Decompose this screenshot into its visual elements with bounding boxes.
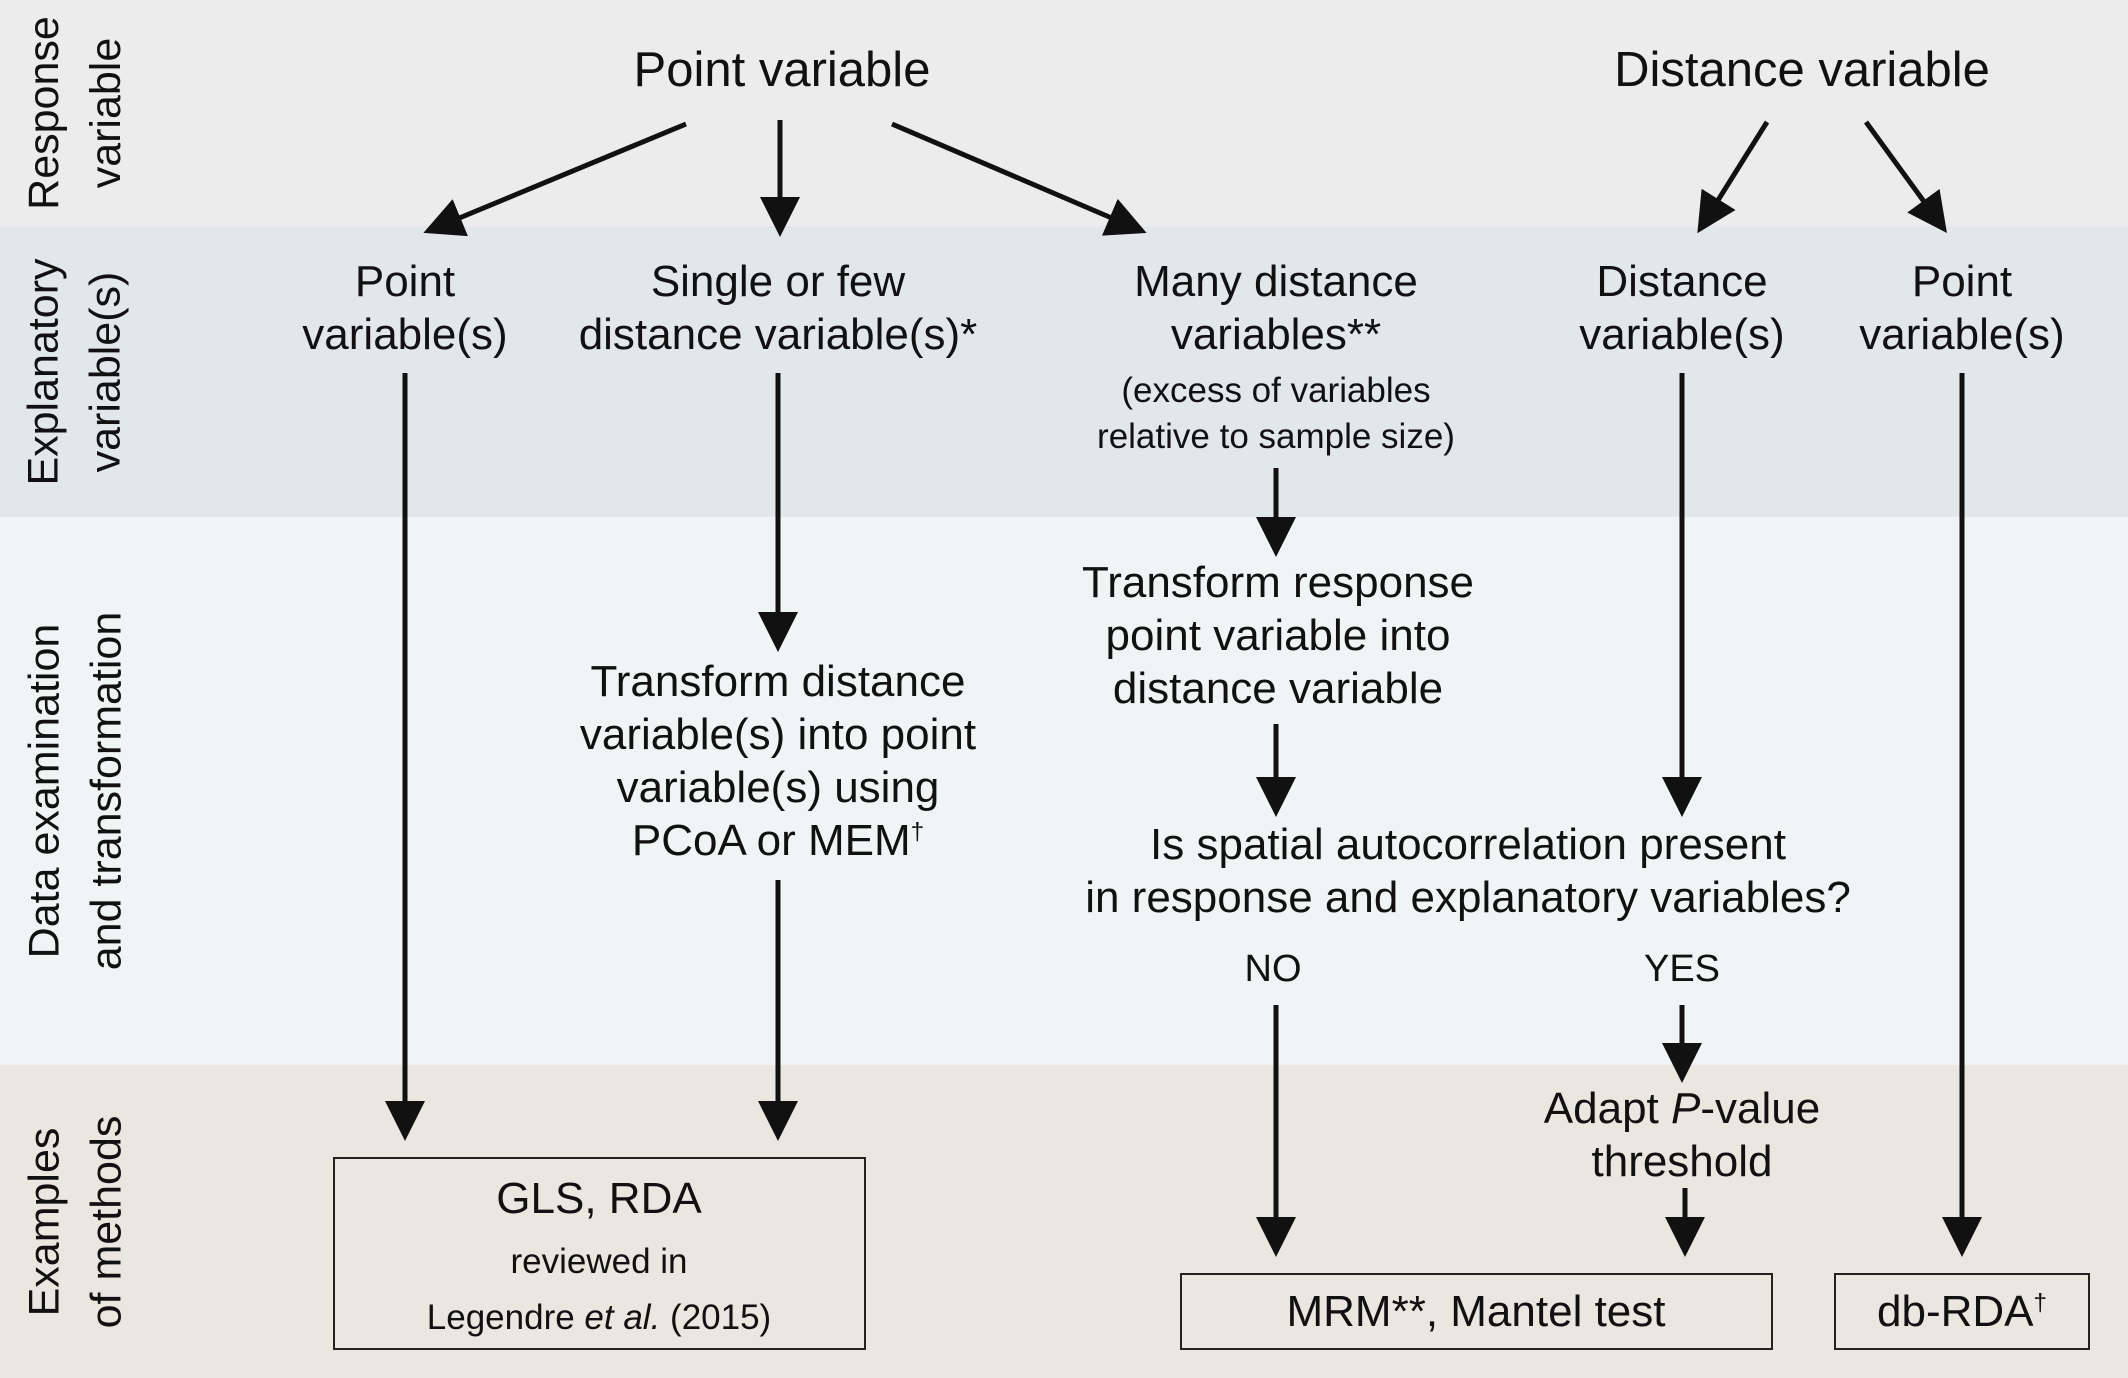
method-box-db-rda xyxy=(1834,1273,2090,1350)
method-gls-rda-title: GLS, RDA xyxy=(496,1174,702,1223)
arrow-point-to-point-vars xyxy=(423,121,687,237)
transform-response-step: Transform response point variable into d… xyxy=(1081,558,1475,713)
adapt-p-value-step: Adapt P-value threshold xyxy=(1543,1084,1821,1186)
method-gls-rda-reference: reviewed in Legendre et al. (2015) xyxy=(426,1242,772,1337)
distance-variable-heading: Distance variable xyxy=(1614,43,1990,97)
answer-yes-label: YES xyxy=(1643,948,1721,990)
method-db-rda: db-RDA† xyxy=(1877,1287,2047,1336)
arrow-point-to-many-distance xyxy=(891,121,1147,236)
method-mrm-mantel: MRM**, Mantel test xyxy=(1286,1287,1666,1336)
response-row-band xyxy=(0,0,2128,226)
data-row-band xyxy=(0,517,2128,1065)
methods-row-band xyxy=(0,1065,2128,1378)
arrow-distance-to-distance-vars xyxy=(1697,120,1770,234)
method-box-mrm-mantel xyxy=(1180,1273,1773,1350)
autocorrelation-question: Is spatial autocorrelation present in re… xyxy=(1085,820,1851,922)
arrow-distance-to-point-vars-right xyxy=(1863,120,1947,234)
answer-no-label: NO xyxy=(1244,948,1302,990)
point-variable-heading: Point variable xyxy=(633,43,931,97)
transform-pcoa-mem-step: Transform distance variable(s) into poin… xyxy=(579,657,977,865)
method-box-gls-rda xyxy=(333,1157,866,1350)
explanatory-row-band xyxy=(0,226,2128,517)
